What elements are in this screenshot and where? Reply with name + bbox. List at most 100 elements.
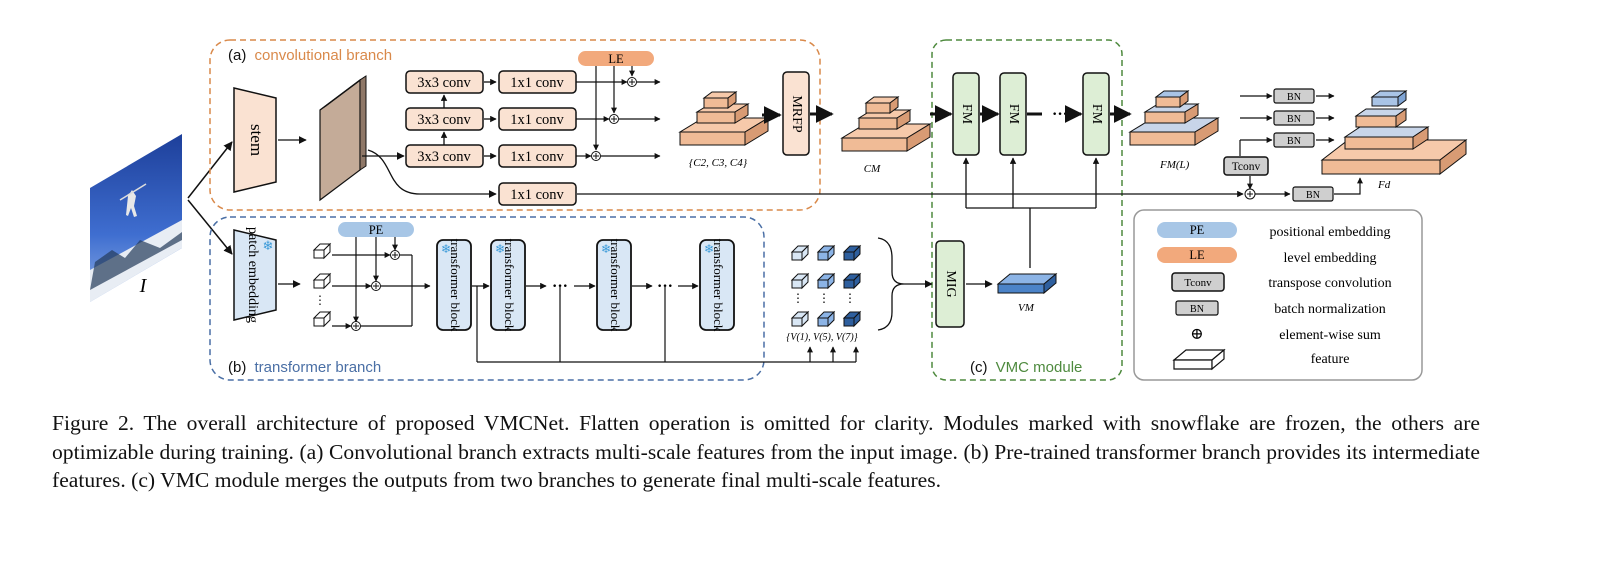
sum-icon (1244, 188, 1256, 200)
legend-le-swatch (1157, 247, 1237, 263)
stem-feature-map (319, 75, 367, 202)
svg-text:Tconv: Tconv (1184, 277, 1212, 289)
mig-block (935, 240, 965, 328)
svg-text:element-wise sum: element-wise sum (1279, 328, 1381, 343)
svg-text:⋮: ⋮ (314, 293, 326, 307)
snowflake-icon: ❄ (263, 238, 274, 253)
snowflake-icon: ❄ (704, 242, 714, 256)
legend: PE positional embedding LE level embeddi… (1157, 222, 1392, 371)
bn-block-3 (1273, 132, 1315, 148)
mrfp-label: MRFP (789, 95, 804, 133)
tconv-block (1223, 156, 1269, 176)
svg-text:3x3 conv: 3x3 conv (417, 75, 471, 91)
fml-label: FM(L) (1159, 159, 1190, 171)
svg-text:FM: FM (1089, 104, 1104, 125)
svg-text:···: ··· (1052, 106, 1068, 123)
svg-text:feature: feature (1311, 352, 1350, 367)
svg-text:1x1 conv: 1x1 conv (510, 112, 564, 128)
svg-text:3x3 conv: 3x3 conv (417, 112, 471, 128)
svg-text:PE: PE (369, 223, 384, 237)
svg-text:transformer block: transformer block (608, 239, 623, 332)
conv1-stack: 1x1 conv 1x1 conv 1x1 conv 1x1 conv (498, 70, 577, 206)
v-collector (476, 286, 859, 363)
svg-text:3x3 conv: 3x3 conv (417, 149, 471, 165)
conv3-block-1 (405, 70, 484, 94)
conv3-stack: 3x3 conv 3x3 conv 3x3 conv (405, 70, 484, 168)
fm-block-2 (999, 72, 1027, 156)
legend-tconv-swatch (1171, 272, 1225, 292)
svg-text:⋮: ⋮ (844, 291, 856, 305)
trans-branch-frame (209, 216, 765, 381)
transformer-block-1 (436, 239, 472, 331)
v-set-label: {V(1), V(5), V(7)} (786, 332, 857, 343)
snowflake-icon: ❄ (441, 242, 451, 256)
svg-text:BN: BN (1287, 114, 1301, 125)
trans-branch-title: (b) transformer branch (228, 359, 381, 376)
fml-pyramid (1128, 90, 1220, 146)
cm-pyramid (840, 96, 932, 152)
svg-text:PE: PE (1190, 223, 1205, 237)
svg-text:LE: LE (1189, 248, 1205, 262)
svg-text:FM: FM (959, 104, 974, 125)
vm-feature (996, 272, 1058, 295)
svg-text:⋮: ⋮ (818, 291, 830, 305)
c-pyramid (678, 91, 770, 146)
bn-block-2 (1273, 110, 1315, 126)
sum-icon (591, 77, 637, 161)
svg-text:LE: LE (608, 52, 624, 66)
svg-text:Tconv: Tconv (1232, 161, 1261, 173)
svg-text:transformer block: transformer block (711, 239, 726, 332)
vm-feedback (962, 157, 1100, 268)
transformer-block-3 (596, 239, 632, 331)
transformer-blocks: transformer block ❄ transformer block ❄ … (436, 239, 735, 332)
figure-caption: Figure 2. The overall architecture of pr… (52, 411, 1480, 492)
transformer-block-2 (490, 239, 526, 331)
le-pill (578, 51, 654, 66)
cm-label: CM (864, 163, 881, 175)
legend-pe-swatch (1157, 222, 1237, 238)
pe-pill (338, 222, 414, 237)
c-pyramid-label: {C2, C3, C4} (689, 157, 748, 169)
input-label: I (139, 275, 148, 297)
pe-routing (332, 237, 431, 329)
stem-block (233, 87, 277, 193)
patch-embedding-label: patch embedding (245, 227, 260, 323)
vm-label: VM (1018, 302, 1035, 314)
svg-text:BN: BN (1287, 136, 1301, 147)
input-to-patch-arrow (187, 199, 233, 255)
svg-text:1x1 conv: 1x1 conv (510, 149, 564, 165)
fd-label: Fd (1377, 179, 1391, 191)
v-token-grid (790, 244, 862, 328)
fd-pyramid (1320, 90, 1468, 176)
svg-text:transformer block: transformer block (448, 239, 463, 332)
snowflake-icon: ❄ (495, 242, 505, 256)
snowflake-icon: ❄ (601, 242, 611, 256)
vmc-frame (931, 39, 1123, 381)
stem-label: stem (247, 124, 266, 156)
fm-block-3 (1082, 72, 1110, 156)
conv-branch-title: (a) convolutional branch (228, 47, 392, 64)
legend-sum-icon: ⊕ (1190, 326, 1203, 343)
mrfp-block (782, 71, 810, 156)
input-image (90, 134, 182, 302)
brace (877, 237, 905, 331)
architecture-diagram: I (a) convolutional branch stem 3x3 conv… (90, 39, 1468, 381)
fm-chain: FM FM FM ··· (952, 72, 1132, 156)
conv1-block-4 (498, 182, 577, 206)
bn-block-4 (1292, 186, 1334, 202)
svg-text:BN: BN (1287, 92, 1301, 103)
fm-block-1 (952, 72, 980, 156)
legend-bn-swatch (1175, 300, 1219, 316)
svg-text:level embedding: level embedding (1284, 251, 1377, 266)
bn-block-1 (1273, 88, 1315, 104)
svg-text:⋮: ⋮ (792, 291, 804, 305)
svg-text:batch normalization: batch normalization (1274, 302, 1386, 317)
svg-text:1x1 conv: 1x1 conv (510, 75, 564, 91)
mig-label: MIG (943, 270, 958, 297)
svg-text:BN: BN (1190, 304, 1204, 315)
svg-text:BN: BN (1306, 190, 1320, 201)
bn-stack (1240, 93, 1335, 143)
conv-branch-frame (209, 39, 821, 211)
svg-text:FM: FM (1006, 104, 1021, 125)
le-routing (576, 66, 661, 159)
